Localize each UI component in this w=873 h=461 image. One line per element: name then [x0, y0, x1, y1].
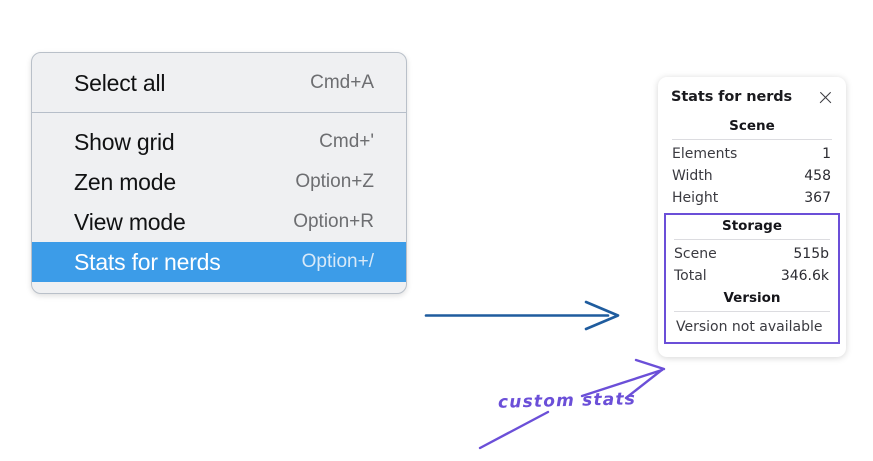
stat-label: Width	[672, 168, 713, 184]
menu-item-stats-for-nerds[interactable]: Stats for nerds Option+/	[32, 242, 406, 282]
blue-arrow-annotation	[424, 300, 620, 331]
stat-row-elements: Elements 1	[670, 143, 834, 165]
version-value: Version not available	[676, 319, 823, 335]
menu-item-shortcut: Cmd+'	[319, 131, 374, 152]
menu-item-label: Show grid	[74, 128, 175, 155]
section-scene: Scene Elements 1 Width 458 Height 367	[670, 115, 834, 209]
panel-title: Stats for nerds	[671, 89, 793, 105]
section-storage: Storage Scene 515b Total 346.6k	[672, 215, 832, 287]
stat-label: Total	[674, 268, 707, 284]
stat-row-scene-storage: Scene 515b	[672, 243, 832, 265]
stat-value: 515b	[793, 246, 829, 262]
menu-item-label: View mode	[74, 208, 186, 235]
menu-item-select-all[interactable]: Select all Cmd+A	[32, 63, 406, 103]
menu-item-view-mode[interactable]: View mode Option+R	[32, 202, 406, 242]
stat-value: 346.6k	[780, 268, 829, 284]
close-icon[interactable]	[818, 90, 833, 105]
menu-item-shortcut: Option+R	[293, 211, 374, 232]
stat-label: Height	[672, 190, 719, 206]
menu-group-1: Select all Cmd+A	[32, 53, 406, 112]
section-title: Scene	[729, 118, 775, 134]
context-menu[interactable]: Select all Cmd+A Show grid Cmd+' Zen mod…	[31, 52, 407, 294]
stat-value: 367	[804, 190, 831, 206]
section-version: Version Version not available	[672, 287, 832, 338]
stat-row-height: Height 367	[670, 187, 834, 209]
menu-item-zen-mode[interactable]: Zen mode Option+Z	[32, 162, 406, 202]
section-rule	[674, 239, 830, 240]
stat-row-total-storage: Total 346.6k	[672, 265, 832, 287]
menu-item-label: Select all	[74, 69, 166, 96]
stat-value: 1	[822, 146, 831, 162]
section-rule	[672, 139, 832, 140]
menu-item-label: Zen mode	[74, 168, 176, 195]
annotation-label-custom-stats: custom stats	[497, 389, 637, 413]
stat-value: 458	[804, 168, 831, 184]
section-title: Storage	[721, 218, 783, 234]
menu-item-shortcut: Cmd+A	[310, 72, 374, 93]
menu-item-label: Stats for nerds	[74, 248, 221, 275]
stat-label: Elements	[672, 146, 738, 162]
menu-separator	[32, 112, 406, 113]
custom-stats-highlight-box: Storage Scene 515b Total 346.6k Version …	[664, 213, 840, 344]
stats-for-nerds-panel: Stats for nerds Scene Elements 1 Width 4…	[658, 77, 846, 357]
panel-header: Stats for nerds	[670, 89, 834, 105]
menu-item-shortcut: Option+/	[301, 251, 374, 272]
menu-group-2: Show grid Cmd+' Zen mode Option+Z View m…	[32, 113, 406, 293]
stat-row-width: Width 458	[670, 165, 834, 187]
section-title: Version	[723, 290, 781, 306]
section-rule	[674, 311, 830, 312]
stat-label: Scene	[674, 246, 717, 262]
menu-item-shortcut: Option+Z	[295, 171, 374, 192]
menu-item-show-grid[interactable]: Show grid Cmd+'	[32, 122, 406, 162]
